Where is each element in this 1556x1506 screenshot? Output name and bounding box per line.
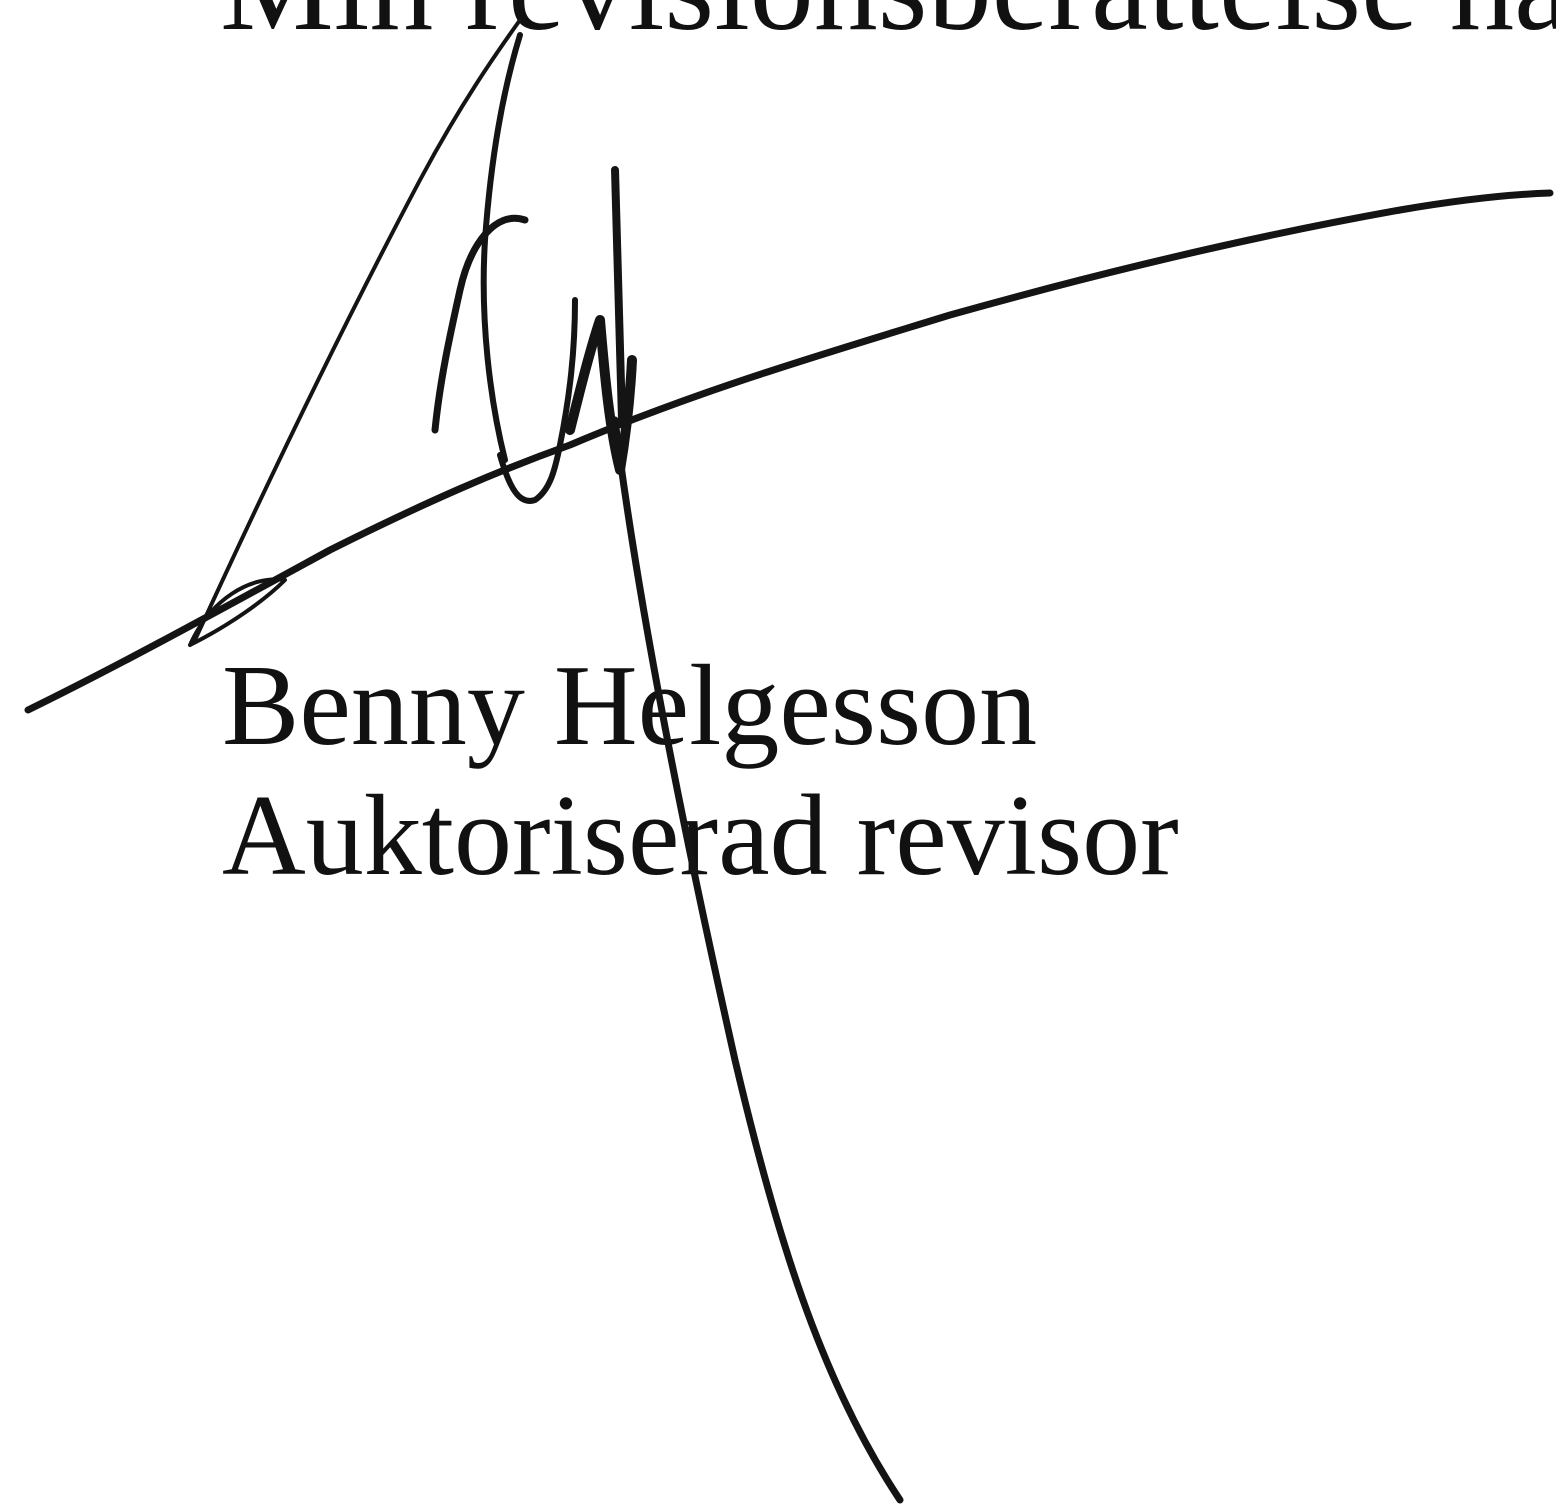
signature-cluster-stroke [565, 315, 637, 475]
signature-c-stroke [431, 214, 529, 434]
signature-wave-stroke [497, 297, 578, 504]
signer-title: Auktoriserad revisor [222, 772, 1179, 900]
signature-diagonal-stroke [193, 18, 522, 642]
signature-main-stroke [24, 189, 1554, 714]
signature-loop-stroke [188, 577, 287, 647]
statement-text: Min revisionsberättelse har [220, 0, 1556, 50]
signature-initial-stroke [480, 32, 523, 463]
signature-descender-stroke [611, 416, 904, 1504]
signature-vertical-stroke [611, 166, 626, 424]
signer-name: Benny Helgesson [222, 642, 1038, 770]
